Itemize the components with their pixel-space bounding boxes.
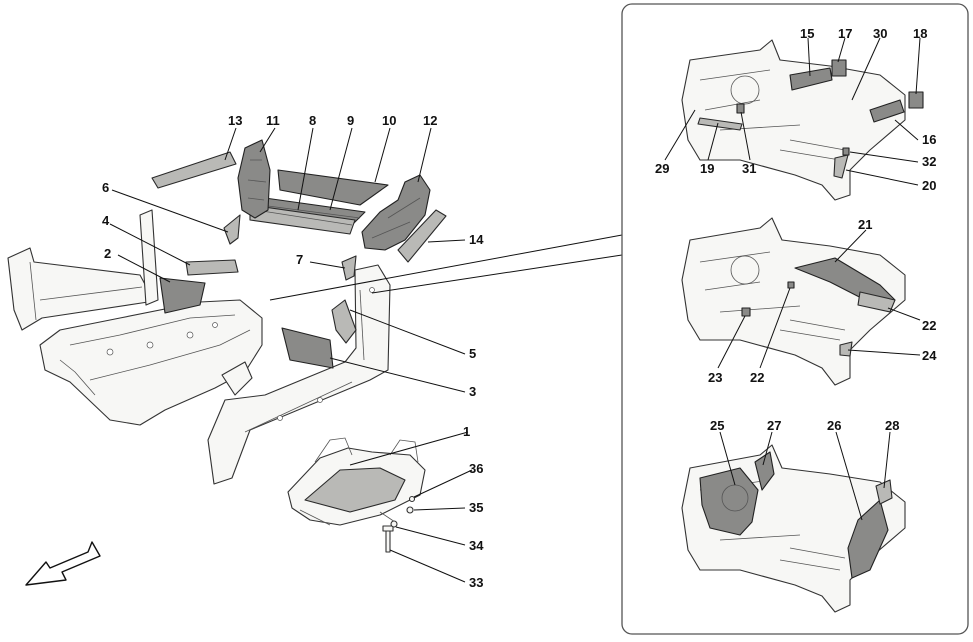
callout-2: 2 [104, 246, 111, 261]
front-direction-arrow-icon [25, 541, 101, 586]
part-11-reinforcement [237, 139, 271, 219]
part-3-panel [281, 327, 334, 369]
callout-25: 25 [710, 418, 724, 433]
fasteners [382, 495, 416, 553]
callout-28: 28 [885, 418, 899, 433]
callout-13: 13 [228, 113, 242, 128]
part-6-gusset [223, 214, 241, 245]
rear-subframe [287, 437, 426, 526]
callout-33: 33 [469, 575, 483, 590]
callout-30: 30 [873, 26, 887, 41]
callout-1: 1 [463, 424, 470, 439]
part-4-bracket [185, 259, 239, 276]
part-10-panel [277, 169, 389, 206]
callout-22-right: 22 [922, 318, 936, 333]
callout-36: 36 [469, 461, 483, 476]
callout-35: 35 [469, 500, 483, 515]
callout-27: 27 [767, 418, 781, 433]
part-2-panel [159, 277, 206, 314]
part-13-strip [151, 151, 237, 189]
callout-3: 3 [469, 384, 476, 399]
part-5-bracket [331, 299, 357, 344]
detail-inset-panel: 15 17 30 18 16 29 19 31 32 20 21 22 23 [621, 3, 969, 635]
leader-lines [109, 127, 623, 583]
callout-21: 21 [858, 217, 872, 232]
callout-15: 15 [800, 26, 814, 41]
inset-view-2 [681, 217, 921, 386]
callout-31: 31 [742, 161, 756, 176]
callout-29: 29 [655, 161, 669, 176]
callout-16: 16 [922, 132, 936, 147]
callout-32: 32 [922, 154, 936, 169]
main-exploded-view: 1 2 3 4 5 6 7 8 9 10 11 12 13 14 33 34 3… [7, 113, 623, 590]
callout-12: 12 [423, 113, 437, 128]
callout-6: 6 [102, 180, 109, 195]
callout-34: 34 [469, 538, 484, 553]
callout-11: 11 [266, 113, 280, 128]
part-12-reinforcement [361, 174, 431, 251]
callout-5: 5 [469, 346, 476, 361]
callout-22-left: 22 [750, 370, 764, 385]
callout-20: 20 [922, 178, 936, 193]
callout-18: 18 [913, 26, 927, 41]
callout-19: 19 [700, 161, 714, 176]
callout-24: 24 [922, 348, 937, 363]
inset-view-3 [681, 431, 906, 613]
callout-10: 10 [382, 113, 396, 128]
callout-17: 17 [838, 26, 852, 41]
callout-8: 8 [309, 113, 316, 128]
callout-7: 7 [296, 252, 303, 267]
callout-4: 4 [102, 213, 110, 228]
chassis-structure [7, 209, 391, 485]
part-7-bracket [341, 255, 357, 281]
callout-14: 14 [469, 232, 484, 247]
part-14-strip [397, 209, 447, 263]
callout-9: 9 [347, 113, 354, 128]
inset-view-1 [664, 37, 924, 201]
callout-23: 23 [708, 370, 722, 385]
callout-26: 26 [827, 418, 841, 433]
